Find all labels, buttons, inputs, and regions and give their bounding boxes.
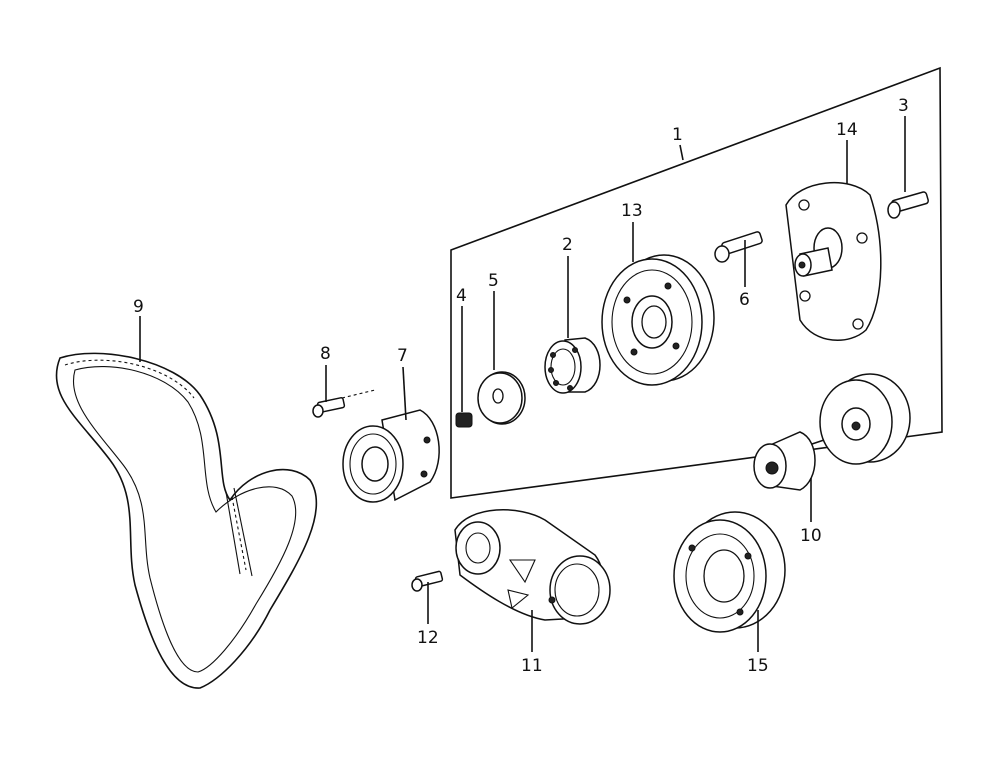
callout-12: 12 (417, 628, 439, 648)
callout-11: 11 (521, 656, 543, 676)
pulley-item-15 (673, 511, 786, 633)
mounting-plate-item-14 (785, 182, 882, 341)
callout-2: 2 (562, 235, 573, 255)
callout-13: 13 (621, 201, 643, 221)
callout-9: 9 (133, 297, 144, 317)
leader-lines (139, 116, 906, 652)
tensioner-arm-item-11 (454, 509, 611, 625)
callout-10: 10 (800, 526, 822, 546)
callout-labels: 1 2 3 4 5 6 7 8 9 10 11 12 13 14 15 (133, 96, 909, 676)
callout-7: 7 (397, 346, 408, 366)
bolt-item-12 (411, 570, 444, 592)
callout-4: 4 (456, 286, 467, 306)
callout-5: 5 (488, 271, 499, 291)
nut-item-4 (455, 412, 473, 428)
callout-8: 8 (320, 344, 331, 364)
callout-6: 6 (739, 290, 750, 310)
idler-pulley-item-7 (342, 409, 440, 503)
callout-3: 3 (898, 96, 909, 116)
kit-outline-panel (450, 66, 943, 499)
pin-item-6 (714, 231, 763, 263)
drive-belt (55, 352, 318, 689)
tensioner-pulley-item-10 (753, 373, 911, 491)
callout-14: 14 (836, 120, 858, 140)
callout-15: 15 (747, 656, 769, 676)
bearing-item-2 (544, 337, 601, 394)
bolt-item-8 (312, 389, 376, 418)
pulley-item-13 (601, 254, 715, 386)
bolt-item-3 (887, 191, 929, 219)
callout-1: 1 (672, 125, 683, 145)
washer-item-5 (477, 371, 526, 425)
